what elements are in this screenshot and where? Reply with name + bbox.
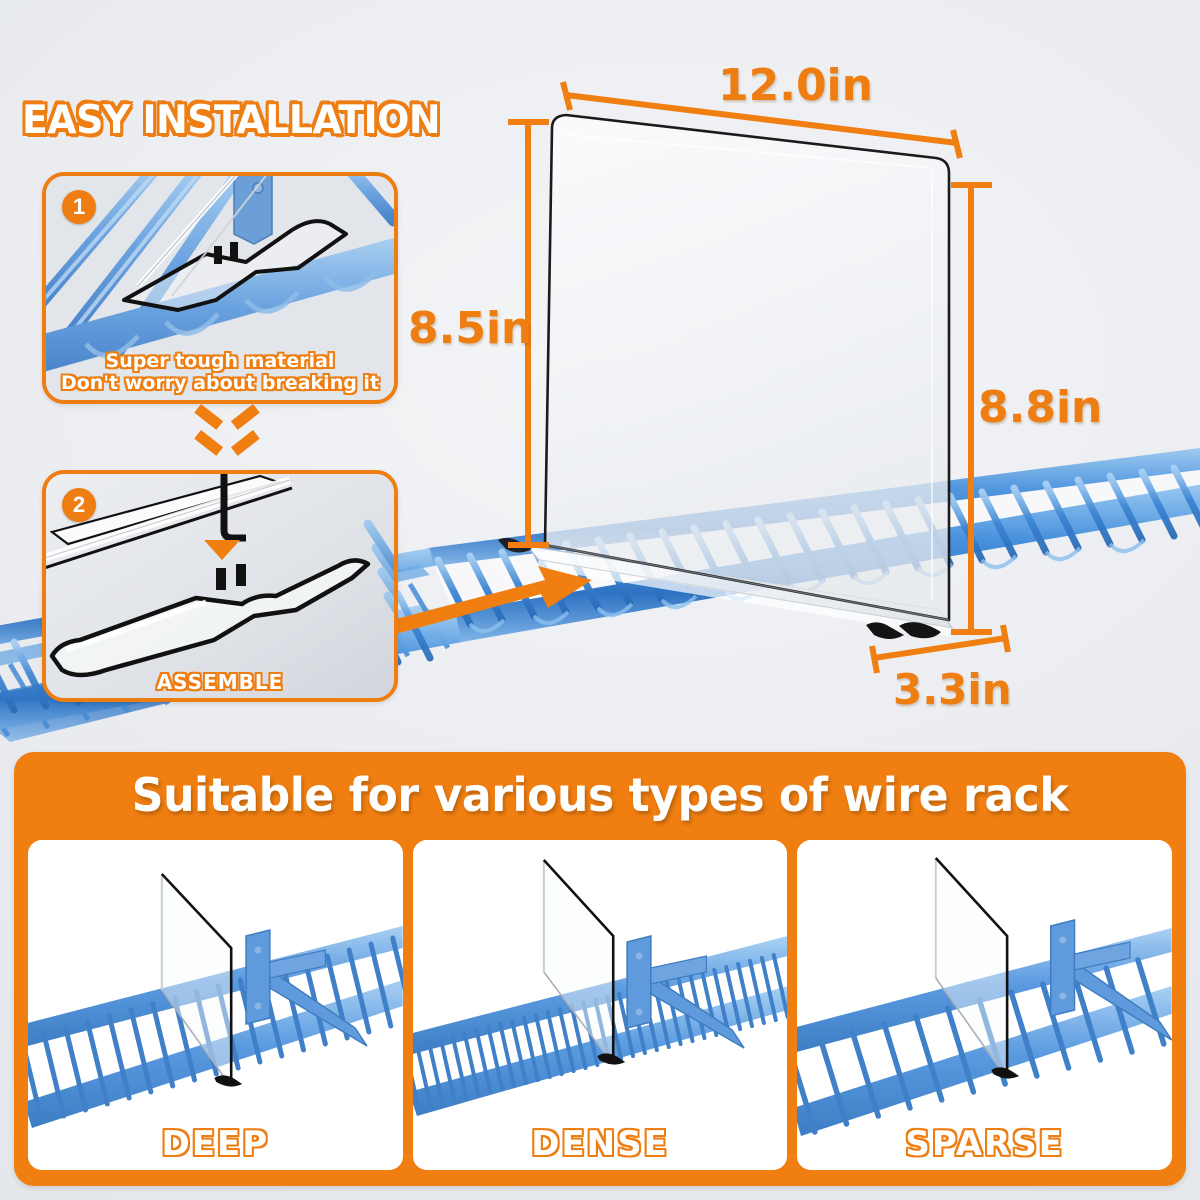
dimension-lines: [508, 81, 1011, 674]
dim-width-line: [565, 92, 958, 146]
step-1-caption-line-1: Super tough material: [105, 350, 335, 372]
step-2-caption: ASSEMBLE: [156, 670, 284, 694]
dimension-height-left-label: 8.5in: [408, 303, 533, 354]
page-title: EASY INSTALLATION: [22, 98, 441, 143]
rack-card-deep[interactable]: DEEP: [28, 840, 403, 1170]
compatibility-panel: Suitable for various types of wire rack: [14, 752, 1186, 1186]
rack-card-sparse[interactable]: SPARSE: [797, 840, 1173, 1170]
chevron-down-icon-2: [201, 430, 253, 454]
rack-card-dense[interactable]: DENSE: [412, 840, 788, 1170]
step-2-number: 2: [62, 488, 96, 522]
hero-illustration: [0, 81, 1200, 742]
chevron-down-icon: [195, 404, 265, 466]
step-1-caption-line-2: Don't worry about breaking it: [60, 372, 380, 394]
rack-card-label-sparse: SPARSE: [905, 1124, 1064, 1164]
step-2-illustration: [46, 474, 394, 698]
rack-card-label-dense: DENSE: [531, 1124, 669, 1164]
chevron-down-icon-1: [201, 404, 253, 428]
shelf-divider-product: [498, 113, 954, 639]
install-step-1-card: 1 Super tough material Don't worry about…: [42, 172, 398, 404]
rack-illustration-deep: [28, 840, 403, 1170]
dimension-height-right-label: 8.8in: [978, 382, 1103, 433]
arrow-right-icon: [392, 566, 592, 634]
step-1-illustration: [46, 176, 394, 400]
install-step-2-card: 2 ASSEMBLE: [42, 470, 398, 702]
dimension-width-label: 12.0in: [718, 60, 873, 111]
step-1-number: 1: [62, 190, 96, 224]
dim-depth-line: [873, 635, 1007, 661]
rack-card-label-deep: DEEP: [161, 1124, 270, 1164]
rack-illustration-dense: [412, 840, 788, 1170]
rack-illustration-sparse: [797, 840, 1173, 1170]
step-1-caption: Super tough material Don't worry about b…: [46, 350, 394, 394]
arrow-down-icon: [204, 540, 240, 560]
dimension-depth-label: 3.3in: [893, 665, 1012, 714]
compatibility-card-row: DEEP: [28, 840, 1173, 1170]
compatibility-title: Suitable for various types of wire rack: [131, 768, 1069, 822]
